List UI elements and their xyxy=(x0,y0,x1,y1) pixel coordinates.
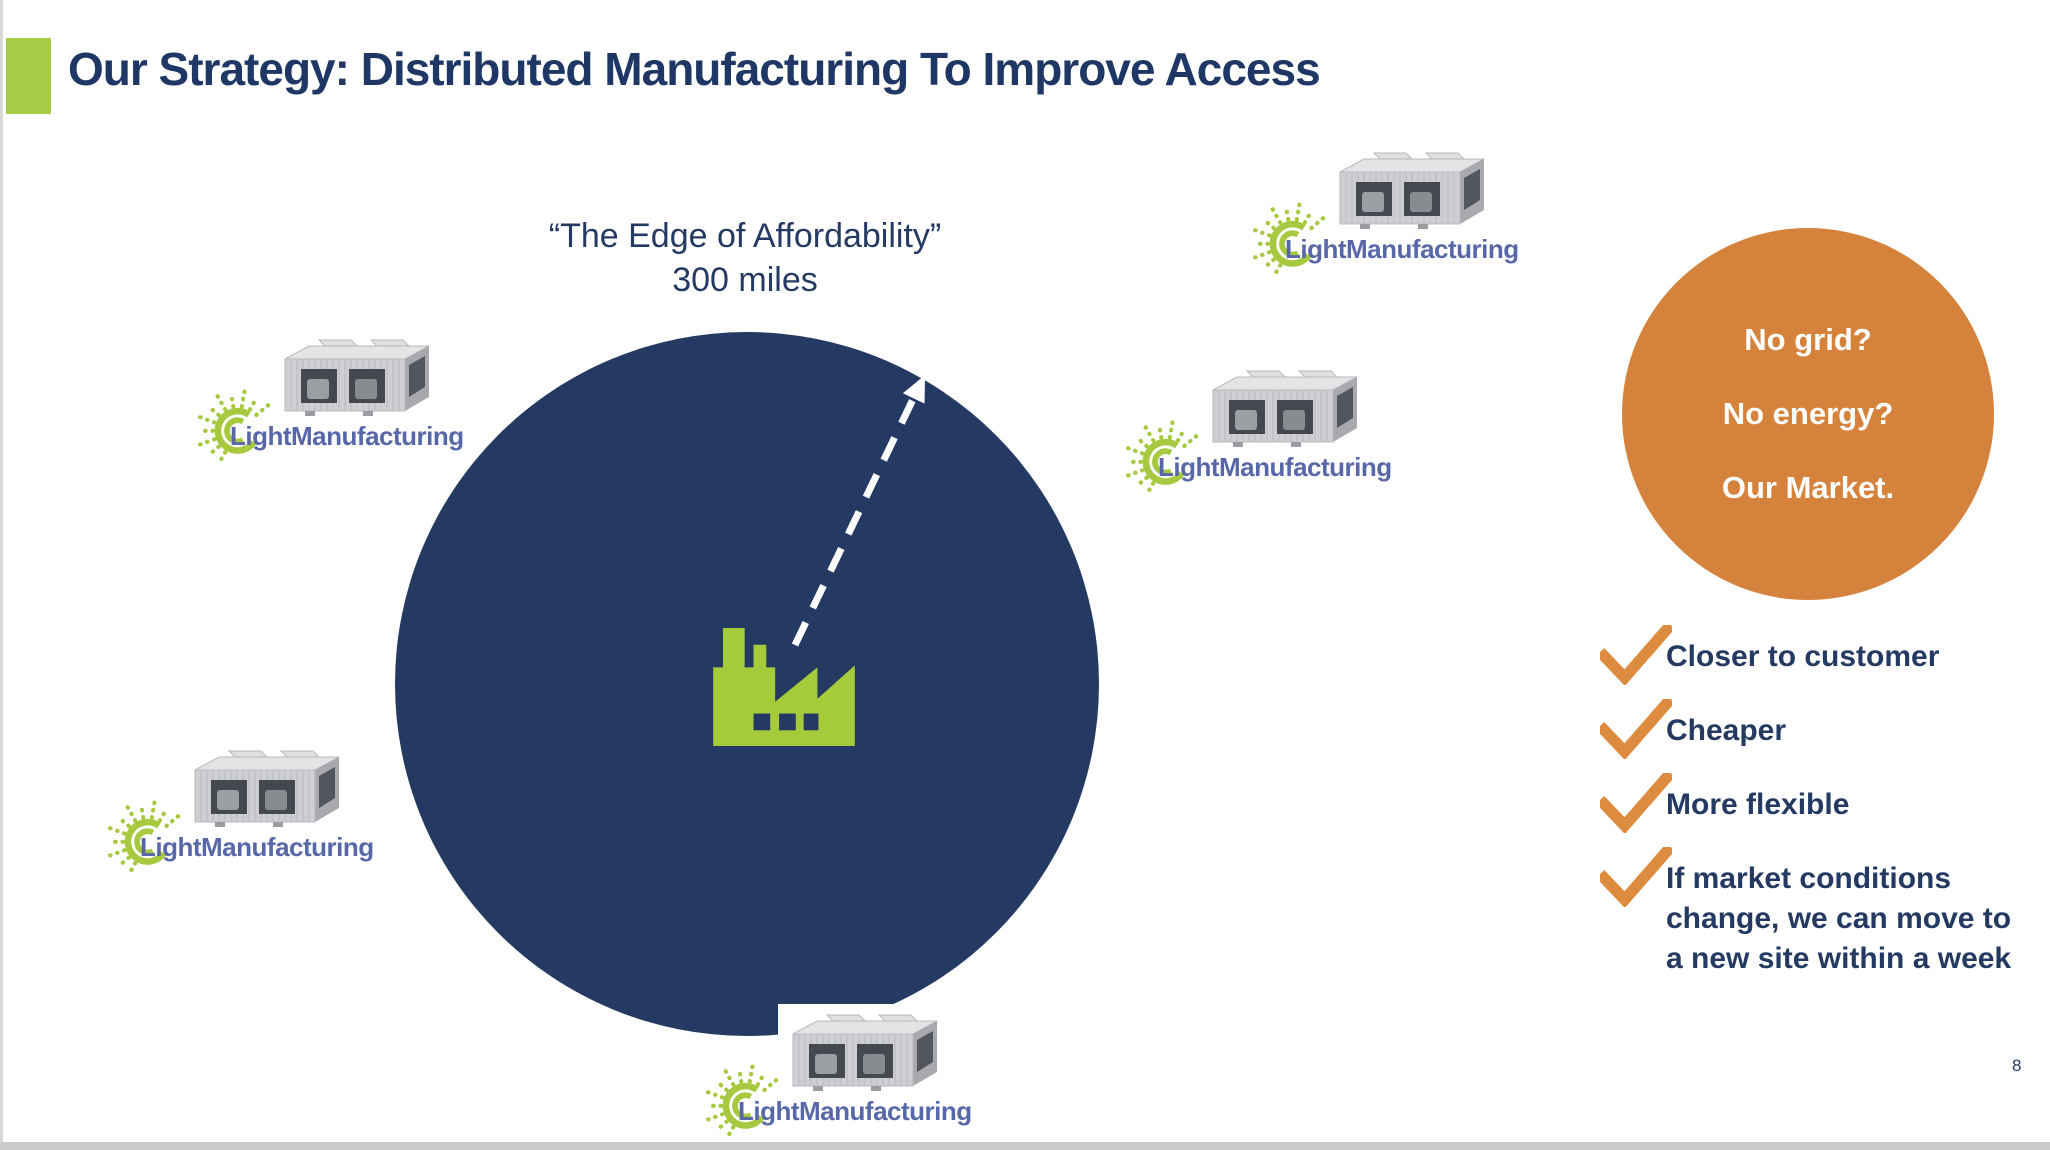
container-factory-unit-image xyxy=(275,335,445,419)
benefits-checklist: Closer to customer Cheaper More flexible… xyxy=(1600,625,2045,993)
checklist-item: More flexible xyxy=(1600,773,2045,833)
checklist-item-text: Closer to customer xyxy=(1666,640,1940,673)
radius-label-line2: 300 miles xyxy=(672,261,818,299)
container-factory-unit-image xyxy=(1203,366,1373,450)
market-line-2: No energy? xyxy=(1722,396,1894,431)
radius-label-line1: “The Edge of Affordability” xyxy=(548,217,942,255)
lightmanufacturing-logo-bottom-left: LightManufacturing xyxy=(100,746,440,906)
container-factory-unit-image xyxy=(185,746,355,830)
page-title: Our Strategy: Distributed Manufacturing … xyxy=(68,43,1321,95)
checklist-item: If market conditions change, we can move… xyxy=(1600,847,2045,979)
container-factory-unit-image xyxy=(1330,148,1500,232)
lightmanufacturing-logo-top-right: LightManufacturing xyxy=(1245,148,1585,308)
market-line-1: No grid? xyxy=(1744,322,1872,357)
checklist-item: Cheaper xyxy=(1600,699,2045,759)
checkmark-icon xyxy=(1600,625,1672,685)
radius-label: “The Edge of Affordability” 300 miles xyxy=(445,214,1045,302)
checklist-item-text: If market conditions change, we can move… xyxy=(1666,862,2012,975)
lightmanufacturing-logo-bottom-center: LightManufacturing xyxy=(698,1004,1053,1150)
market-line-3: Our Market. xyxy=(1721,470,1895,505)
logo-label: LightManufacturing xyxy=(230,421,464,451)
title-accent-square xyxy=(6,38,51,114)
slide-left-border xyxy=(0,0,3,1150)
slide-bottom-border xyxy=(0,1142,2050,1150)
logo-label: LightManufacturing xyxy=(1158,452,1392,482)
container-factory-unit-image xyxy=(783,1010,953,1094)
logo-label: LightManufacturing xyxy=(140,832,374,862)
logo-label: LightManufacturing xyxy=(738,1096,972,1126)
checklist-item: Closer to customer xyxy=(1600,625,2045,685)
our-market-circle: No grid? No energy? Our Market. xyxy=(1622,228,1994,600)
page-number: 8 xyxy=(2012,1056,2022,1075)
logo-label: LightManufacturing xyxy=(1285,234,1519,264)
checklist-item-text: More flexible xyxy=(1666,788,1850,821)
dashed-radius-arrow xyxy=(791,375,925,647)
checkmark-icon xyxy=(1600,847,1672,907)
lightmanufacturing-logo-left-middle: LightManufacturing xyxy=(190,335,530,495)
lightmanufacturing-logo-right-middle: LightManufacturing xyxy=(1118,366,1458,526)
checklist-item-text: Cheaper xyxy=(1666,714,1787,747)
checkmark-icon xyxy=(1600,699,1672,759)
checkmark-icon xyxy=(1600,773,1672,833)
